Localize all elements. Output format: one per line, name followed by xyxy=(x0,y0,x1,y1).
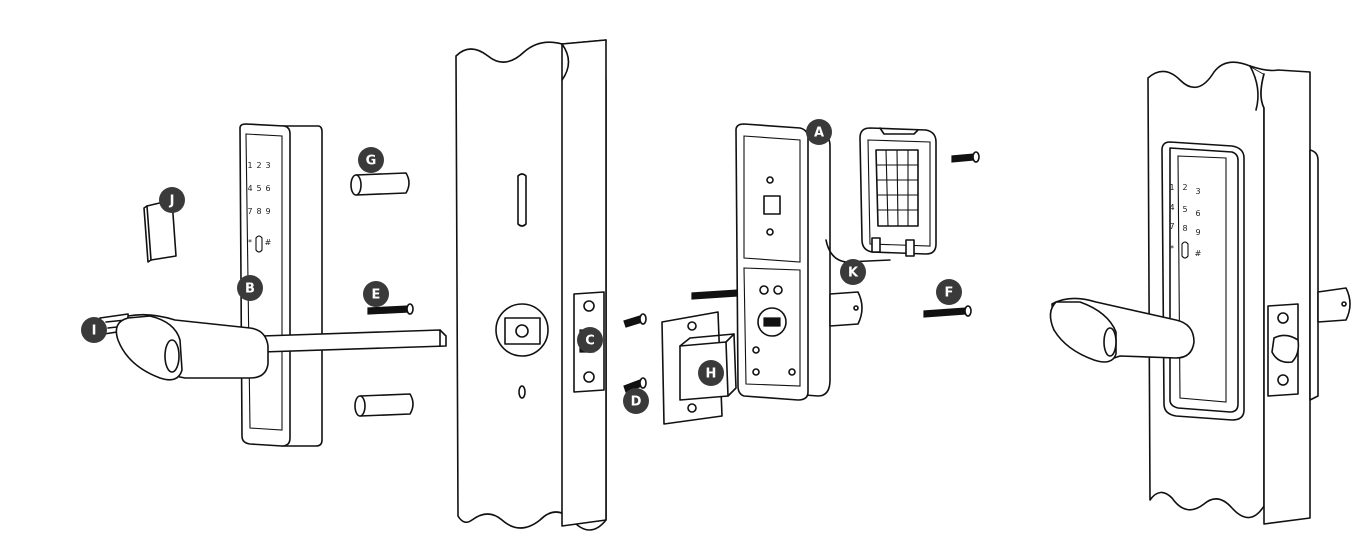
svg-text:4: 4 xyxy=(247,184,252,193)
svg-text:8: 8 xyxy=(1182,224,1187,233)
front-keypad: 1 2 3 4 5 6 7 8 9 * # xyxy=(247,161,272,253)
screw-d-top xyxy=(623,313,647,328)
svg-text:1: 1 xyxy=(247,161,252,170)
screw-e xyxy=(367,303,414,315)
svg-text:A: A xyxy=(814,126,824,141)
svg-text:1: 1 xyxy=(1169,183,1174,192)
svg-text:3: 3 xyxy=(1195,187,1200,196)
svg-text:#: # xyxy=(1195,249,1202,258)
svg-text:#: # xyxy=(265,238,272,247)
svg-text:J: J xyxy=(169,194,175,209)
battery-grid xyxy=(875,149,919,227)
assembled-door: 1 2 3 4 5 6 7 8 9 * # xyxy=(1049,61,1351,525)
screw-d-bottom xyxy=(623,377,647,393)
label-f: F xyxy=(936,279,962,305)
sleeve-g-bottom xyxy=(354,393,414,417)
label-j: J xyxy=(159,187,185,213)
label-h: H xyxy=(698,360,724,386)
svg-text:2: 2 xyxy=(1182,183,1187,192)
screw-f xyxy=(923,305,972,318)
label-b: B xyxy=(237,275,263,301)
svg-text:B: B xyxy=(245,282,255,297)
long-screw xyxy=(691,287,744,300)
svg-text:5: 5 xyxy=(1182,205,1187,214)
svg-text:7: 7 xyxy=(1169,222,1174,231)
back-panel-a xyxy=(735,123,863,401)
svg-text:2: 2 xyxy=(256,161,261,170)
svg-text:9: 9 xyxy=(1195,228,1200,237)
svg-text:H: H xyxy=(706,367,717,382)
svg-text:*: * xyxy=(1170,244,1174,253)
front-handle xyxy=(115,313,269,381)
svg-text:K: K xyxy=(848,266,859,281)
svg-text:9: 9 xyxy=(265,207,270,216)
sleeve-g-top xyxy=(350,172,410,196)
svg-text:7: 7 xyxy=(247,207,252,216)
door-slab xyxy=(455,39,607,531)
label-a: A xyxy=(806,119,832,145)
screw-top-right xyxy=(951,151,980,163)
svg-text:8: 8 xyxy=(256,207,261,216)
fingerprint-icon xyxy=(255,235,263,253)
label-k: K xyxy=(840,259,866,285)
svg-text:F: F xyxy=(945,286,954,301)
svg-text:G: G xyxy=(366,154,377,169)
svg-text:D: D xyxy=(631,395,642,410)
label-e: E xyxy=(363,281,389,307)
svg-text:6: 6 xyxy=(265,184,270,193)
svg-text:6: 6 xyxy=(1195,209,1200,218)
label-i: I xyxy=(81,317,107,343)
svg-text:I: I xyxy=(92,324,97,339)
svg-text:5: 5 xyxy=(256,184,261,193)
battery-cover xyxy=(859,127,937,257)
assembled-keypad: 1 2 3 4 5 6 7 8 9 * # xyxy=(1169,183,1202,259)
svg-text:4: 4 xyxy=(1169,203,1174,212)
label-d: D xyxy=(623,388,649,414)
label-g: G xyxy=(358,147,384,173)
label-c: C xyxy=(577,327,603,353)
svg-text:*: * xyxy=(248,238,252,247)
svg-text:E: E xyxy=(372,288,381,303)
fingerprint-icon xyxy=(1181,241,1189,259)
svg-text:C: C xyxy=(585,334,595,349)
svg-text:3: 3 xyxy=(265,161,270,170)
